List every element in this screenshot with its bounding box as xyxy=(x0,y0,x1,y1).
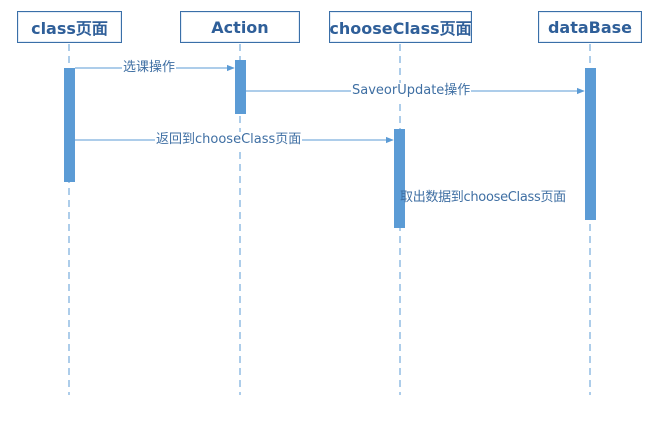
activation-action xyxy=(235,60,246,114)
participant-choose-class-page: chooseClass页面 xyxy=(329,11,472,43)
activation-choose-class-page xyxy=(394,129,405,228)
participant-action: Action xyxy=(180,11,300,43)
participant-database: dataBase xyxy=(538,11,642,43)
label-select-course: 选课操作 xyxy=(122,60,177,76)
participant-class-page: class页面 xyxy=(17,11,122,43)
activation-database xyxy=(585,68,596,220)
label-fetch-data-to-choose-class: 取出数据到chooseClass页面 xyxy=(400,190,566,205)
label-save-or-update: SaveorUpdate操作 xyxy=(351,83,472,99)
activation-class-page xyxy=(64,68,75,182)
label-return-to-choose-class: 返回到chooseClass页面 xyxy=(155,132,303,148)
